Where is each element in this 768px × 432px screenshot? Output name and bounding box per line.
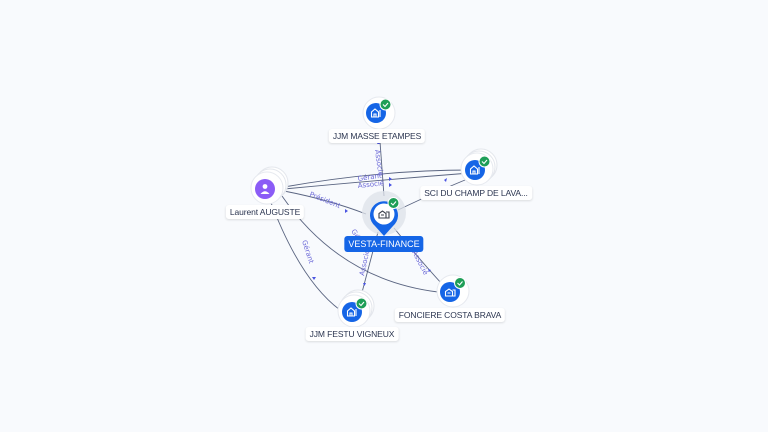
node-laurent[interactable] <box>250 166 289 205</box>
node-label-fonciere[interactable]: FONCIERE COSTA BRAVA <box>394 308 506 322</box>
node-label-jjm-masse[interactable]: JJM MASSE ETAMPES <box>328 129 426 143</box>
node-sci-champ[interactable] <box>460 148 498 186</box>
edge-label: Gérant <box>357 172 382 183</box>
company-circle <box>440 282 460 302</box>
node-vesta-finance[interactable] <box>362 191 406 236</box>
edge-label: Président <box>308 190 342 210</box>
edge-label: Associé <box>357 179 384 190</box>
verified-badge <box>454 277 466 289</box>
edge-laurent-sci-champ-2 <box>283 172 471 190</box>
building-icon <box>378 210 390 219</box>
person-circle <box>255 179 275 199</box>
house-icon <box>370 108 381 118</box>
center-node-label[interactable]: VESTA-FINANCE <box>344 236 424 252</box>
edge-label: Associé <box>373 149 385 176</box>
edge-label: Associé <box>410 249 429 276</box>
verified-badge <box>387 197 400 209</box>
edge-label: Gérant <box>300 239 315 265</box>
arrow-head <box>345 209 348 213</box>
verified-badge <box>478 155 491 168</box>
arrow-head <box>363 283 366 286</box>
arrow-head <box>389 177 392 181</box>
house-icon <box>469 165 480 175</box>
arrow-head <box>444 178 447 182</box>
house-icon <box>346 307 357 317</box>
node-label-jjm-festu[interactable]: JJM FESTU VIGNEUX <box>305 327 399 341</box>
node-fonciere[interactable] <box>436 274 470 308</box>
edge-laurent-sci-champ-1 <box>283 169 471 188</box>
arrow-head <box>428 269 431 272</box>
building-icon <box>444 288 456 297</box>
check-icon <box>481 159 488 165</box>
edge-laurent-vesta <box>283 190 367 215</box>
check-icon <box>382 102 389 108</box>
check-icon <box>358 301 365 307</box>
node-label-laurent[interactable]: Laurent AUGUSTE <box>225 205 305 219</box>
person-icon <box>260 184 270 194</box>
verified-badge <box>379 98 392 111</box>
check-icon <box>390 201 397 206</box>
arrow-head <box>312 277 316 280</box>
verified-badge <box>355 297 368 310</box>
node-jjm-masse[interactable] <box>362 96 396 130</box>
edge-vesta-fonciere <box>393 227 443 285</box>
node-jjm-festu[interactable] <box>337 289 375 328</box>
check-icon <box>457 281 463 286</box>
node-label-sci-champ[interactable]: SCI DU CHAMP DE LAVA... <box>420 186 532 200</box>
arrow-head <box>389 183 392 187</box>
